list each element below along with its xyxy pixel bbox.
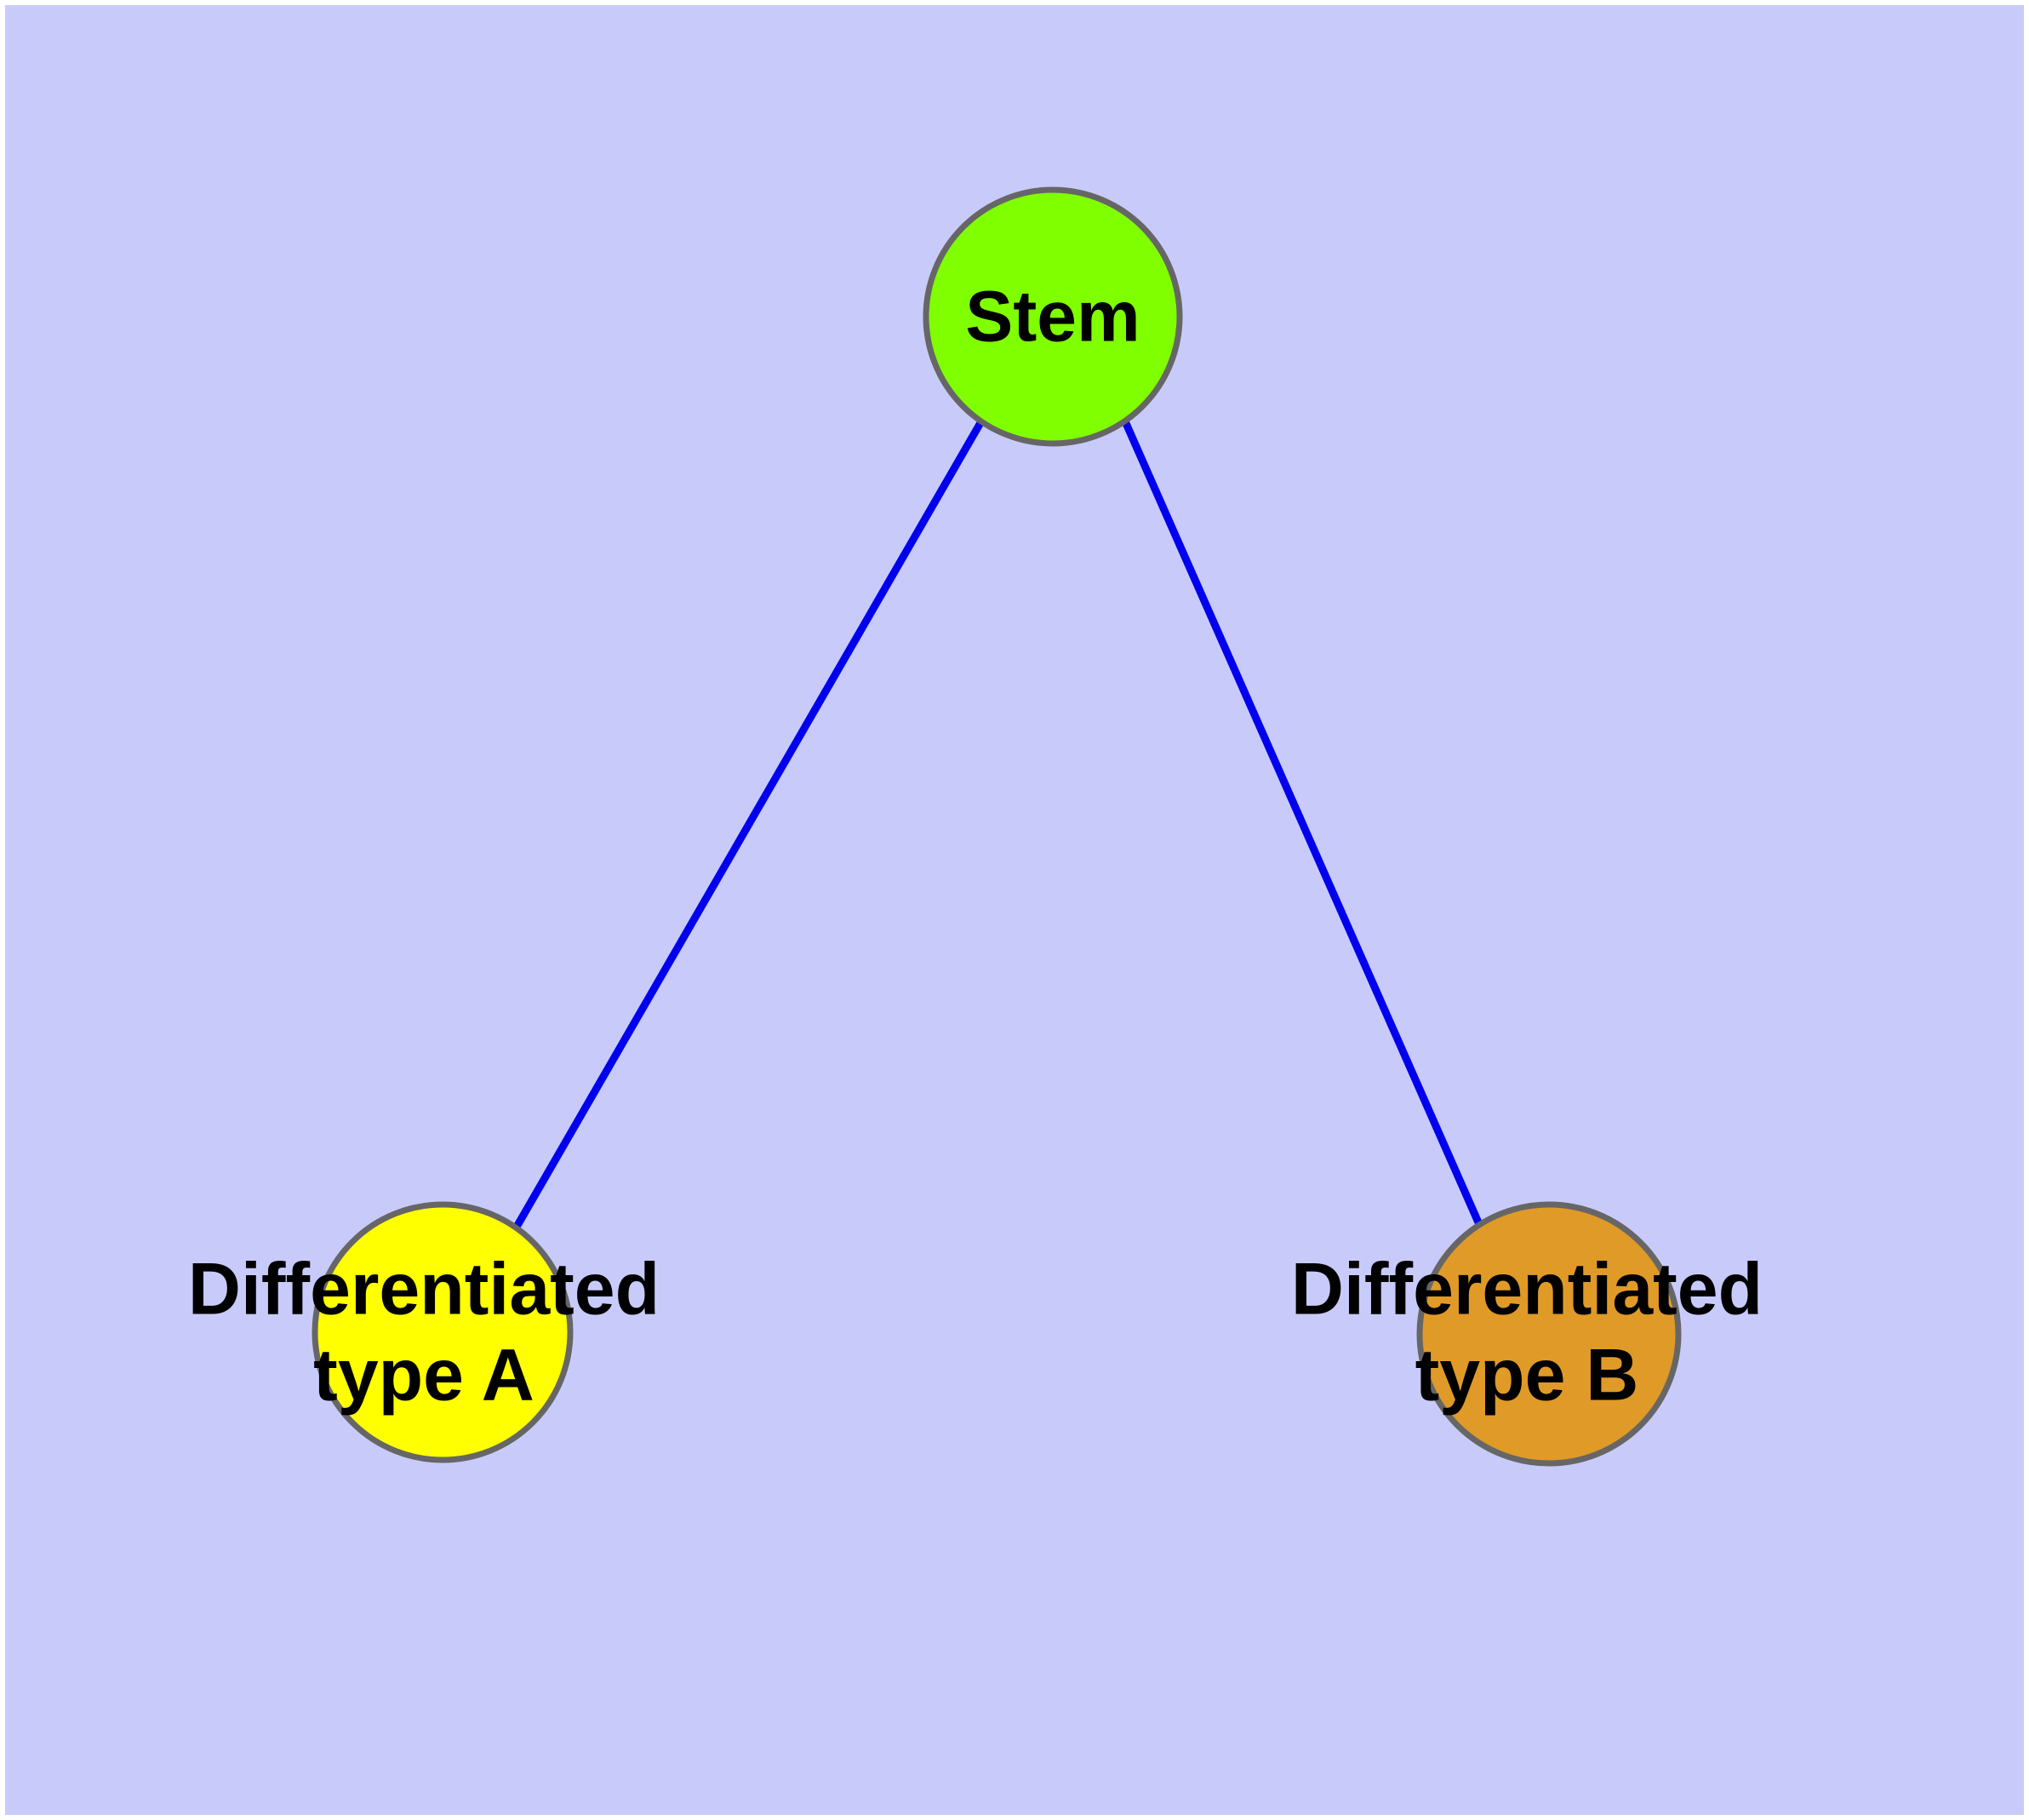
edge-stem-to-diff-a[interactable] [512,419,985,1231]
node-layer [311,186,1682,1467]
edge-layer [512,419,1483,1231]
node-diff-a[interactable] [311,1201,574,1463]
edge-stem-to-diff-b[interactable] [1121,420,1483,1224]
node-stem[interactable] [923,186,1183,447]
node-diff-b[interactable] [1416,1201,1682,1467]
